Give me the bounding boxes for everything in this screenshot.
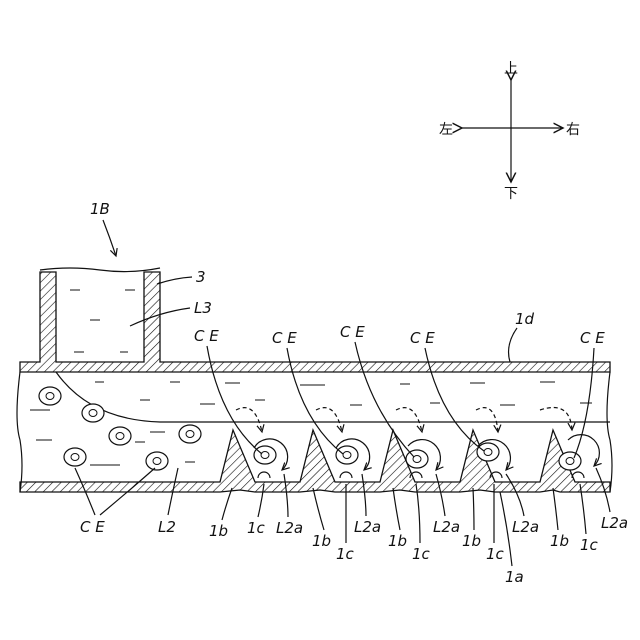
ridge-leader-2 — [313, 488, 324, 530]
surface-label: 1d — [515, 310, 535, 328]
vortex-leader-1 — [284, 474, 288, 517]
vortex-label-5: L2a — [601, 514, 628, 532]
left-cut-edge — [17, 372, 22, 492]
fig-label: 1B — [90, 200, 110, 218]
liquid-l3-label: L3 — [194, 299, 212, 317]
surface-leader — [509, 328, 517, 362]
ridge-leader-4 — [473, 488, 474, 530]
pipe-top-edge — [40, 268, 160, 272]
ridge-leader-5 — [553, 488, 558, 530]
pipe-wall-leader — [157, 277, 192, 284]
ridge-leader-3 — [393, 488, 400, 530]
recess-label-5: 1c — [580, 536, 599, 554]
recess-label-2: 1c — [336, 545, 355, 563]
direction-left-label: 左 — [439, 122, 453, 138]
vortex-leader-4 — [506, 474, 524, 516]
ce-label-3: C E — [340, 323, 365, 341]
direction-right-label: 右 — [566, 122, 580, 138]
vortex-leader-3 — [436, 474, 445, 516]
liquid-l2-label: L2 — [158, 518, 176, 536]
recess-label-3: 1c — [412, 545, 431, 563]
recess-label-4: 1c — [486, 545, 505, 563]
ce-leader-3 — [355, 342, 414, 457]
direction-down-label: 下 — [504, 186, 518, 202]
vortex-label-1: L2a — [276, 519, 303, 537]
ce-label-free: C E — [80, 518, 105, 536]
ridge-label-3: 1b — [388, 532, 407, 550]
ridge-label-4: 1b — [462, 532, 481, 550]
ce-label-1: C E — [194, 327, 219, 345]
groove-bottom-label: 1a — [505, 568, 524, 586]
fig-reference: 1B — [90, 200, 116, 256]
lower-corrugated-wall — [20, 430, 610, 492]
ce-label-5: C E — [580, 329, 605, 347]
vortex-label-4: L2a — [512, 518, 539, 536]
ridge-label-1: 1b — [209, 522, 228, 540]
recess-leader-3 — [416, 484, 420, 543]
direction-up-label: 上 — [504, 61, 518, 77]
vortex-leader-2 — [362, 474, 366, 516]
liquid-boundary — [56, 372, 610, 422]
pipe-wall-label: 3 — [196, 268, 206, 286]
vortex-label-3: L2a — [433, 518, 460, 536]
vortex-label-2: L2a — [354, 518, 381, 536]
ce-cells-free — [39, 387, 201, 470]
ridge-leader-1 — [222, 488, 232, 520]
ridge-label-2: 1b — [312, 532, 331, 550]
ridge-label-5: 1b — [550, 532, 569, 550]
recess-label-1: 1c — [247, 519, 266, 537]
ce-label-4: C E — [410, 329, 435, 347]
direction-compass: 上 下 左 右 — [439, 61, 580, 202]
ce-label-2: C E — [272, 329, 297, 347]
right-cut-edge — [607, 372, 612, 492]
